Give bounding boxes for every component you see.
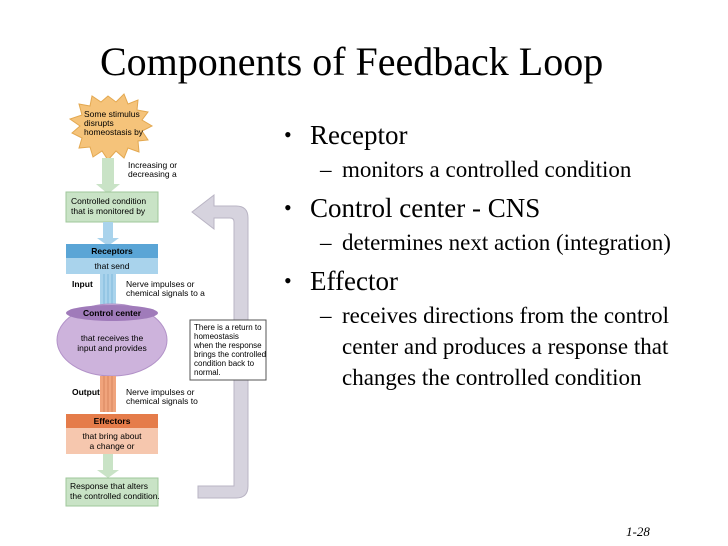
sub-bullet-control-center: – determines next action (integration) xyxy=(284,227,724,258)
increasing-line-1: Increasing or xyxy=(128,160,177,170)
effector-detail: receives directions from the control cen… xyxy=(342,303,669,390)
return-line-3: when the response xyxy=(193,341,262,350)
receptor-detail: monitors a controlled condition xyxy=(342,157,632,182)
input-text-2: chemical signals to a xyxy=(126,288,205,298)
return-arrow xyxy=(191,193,249,499)
return-line-1: There is a return to xyxy=(194,323,262,332)
control-center-title: Control center xyxy=(83,308,142,318)
control-center-line-1: that receives the xyxy=(81,333,144,343)
return-line-6: normal. xyxy=(194,368,221,377)
control-center-line-2: input and provides xyxy=(77,343,146,353)
bullet-list: Receptor – monitors a controlled conditi… xyxy=(284,118,724,399)
arrow-head-3 xyxy=(97,470,119,478)
arrow-head-2 xyxy=(97,238,119,246)
sub-bullet-receptor: – monitors a controlled condition xyxy=(284,154,724,185)
dash-3: – xyxy=(320,303,332,328)
stimulus-starburst xyxy=(68,93,154,161)
controlled-condition-line-1: Controlled condition xyxy=(71,196,146,206)
arrow-shaft-2 xyxy=(103,222,113,240)
return-line-2: homeostasis xyxy=(194,332,239,341)
effectors-line-1: that bring about xyxy=(82,431,142,441)
arrow-shaft-1 xyxy=(102,158,114,186)
stimulus-line-1: Some stimulus xyxy=(84,109,140,119)
bullet-receptor: Receptor xyxy=(284,118,724,152)
receptors-title: Receptors xyxy=(91,246,133,256)
return-line-4: brings the controlled xyxy=(194,350,266,359)
effectors-line-2: a change or xyxy=(90,441,135,451)
bullet-effector: Effector xyxy=(284,264,724,298)
controlled-condition-line-2: that is monitored by xyxy=(71,206,146,216)
page-number: 1-28 xyxy=(626,524,650,539)
response-line-1: Response that alters xyxy=(70,481,148,491)
feedback-loop-diagram: Some stimulus disrupts homeostasis by In… xyxy=(56,93,267,507)
return-line-5: condition back to xyxy=(194,359,255,368)
dash-1: – xyxy=(320,157,332,182)
dash-2: – xyxy=(320,230,332,255)
response-line-2: the controlled condition. xyxy=(70,491,160,501)
response-box xyxy=(65,477,159,507)
effectors-title: Effectors xyxy=(94,416,131,426)
stimulus-line-3: homeostasis by xyxy=(84,127,144,137)
return-to-homeostasis-box xyxy=(189,319,267,381)
bullet-control-center: Control center - CNS xyxy=(284,191,724,225)
input-label: Input xyxy=(72,279,93,289)
control-center-header xyxy=(66,305,158,321)
receptors-header xyxy=(66,244,158,258)
increasing-line-2: decreasing a xyxy=(128,169,177,179)
output-text-2: chemical signals to xyxy=(126,396,198,406)
arrow-shaft-3 xyxy=(103,454,113,472)
output-text-1: Nerve impulses or xyxy=(126,387,195,397)
input-text-1: Nerve impulses or xyxy=(126,279,195,289)
effectors-body xyxy=(66,428,158,454)
stimulus-line-2: disrupts xyxy=(84,118,114,128)
control-center-detail: determines next action (integration) xyxy=(342,230,671,255)
receptors-body xyxy=(66,258,158,274)
effectors-header xyxy=(66,414,158,428)
receptors-sub: that send xyxy=(95,261,130,271)
sub-bullet-effector: – receives directions from the control c… xyxy=(284,300,724,393)
slide-title: Components of Feedback Loop xyxy=(100,39,604,84)
arrow-head-1 xyxy=(96,184,120,194)
output-label: Output xyxy=(72,387,100,397)
